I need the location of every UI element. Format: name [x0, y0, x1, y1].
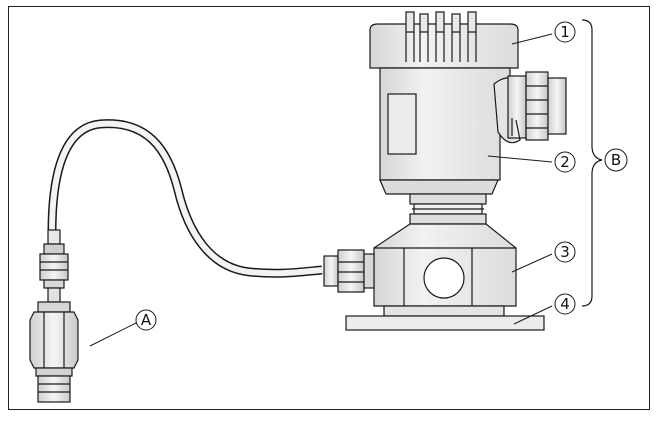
bracket-B: [581, 19, 603, 307]
callout-2: 2: [554, 151, 576, 173]
callout-A: A: [135, 309, 157, 331]
svg-text:2: 2: [560, 153, 570, 171]
svg-text:4: 4: [560, 295, 570, 313]
callout-4: 4: [554, 293, 576, 315]
svg-text:1: 1: [560, 23, 570, 41]
cable: [47, 119, 323, 278]
callout-3: 3: [554, 241, 576, 263]
electronics-housing: [369, 11, 567, 225]
svg-text:B: B: [611, 151, 621, 169]
sensor-A: [29, 229, 79, 403]
callout-1: 1: [554, 21, 576, 43]
mounting-plate: [345, 315, 545, 331]
callout-B: B: [604, 148, 628, 172]
svg-text:A: A: [141, 311, 152, 329]
process-fitting-housing: [323, 223, 517, 317]
svg-text:3: 3: [560, 243, 570, 261]
leader-lines: [89, 33, 553, 347]
